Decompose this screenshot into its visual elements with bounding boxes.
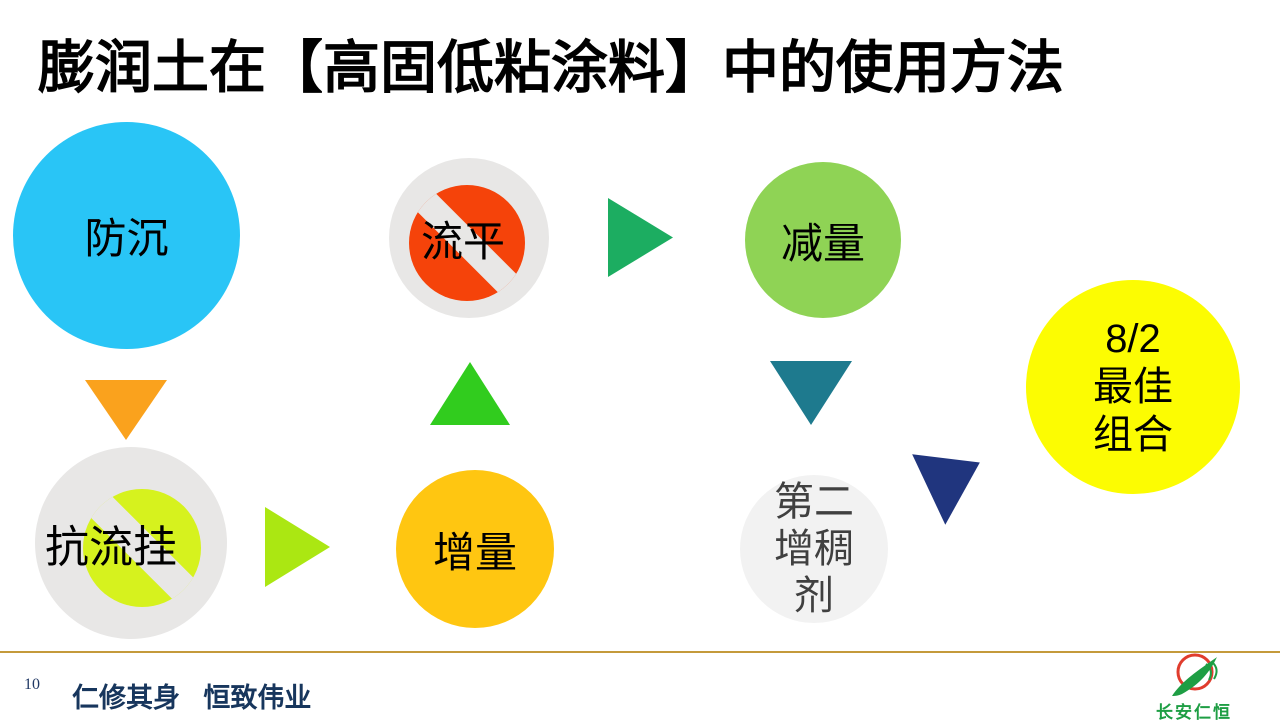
node-anti-settling-label: 防沉 bbox=[84, 215, 169, 262]
arrow-up-icon bbox=[430, 362, 510, 425]
arrow-down-icon bbox=[770, 361, 852, 425]
node-leveling-label: 流平 bbox=[420, 217, 505, 265]
page-number: 10 bbox=[24, 676, 40, 693]
no-sign-icon bbox=[83, 489, 201, 607]
arrow-right-icon bbox=[608, 198, 673, 277]
node-best-combo-line2: 最佳 bbox=[1093, 365, 1173, 409]
node-increase-label: 增量 bbox=[432, 528, 517, 576]
node-leveling: 流平 bbox=[389, 158, 549, 318]
no-sign-icon bbox=[409, 185, 525, 301]
node-best-combo-line1: 8/2 bbox=[1105, 317, 1161, 361]
node-second-thickener: 第二 增稠 剂 bbox=[740, 475, 888, 623]
arrow-down-icon bbox=[85, 380, 167, 440]
company-logo: 长安仁恒 bbox=[1148, 652, 1240, 720]
footer-slogan: 仁修其身 恒致伟业 bbox=[72, 683, 312, 714]
node-best-combo: 8/2 最佳 组合 bbox=[1026, 280, 1240, 494]
logo-leaf-icon bbox=[1172, 653, 1218, 696]
node-anti-sagging: 抗流挂 bbox=[35, 447, 227, 639]
arrow-diagonal-down-icon bbox=[912, 454, 980, 525]
node-second-thickener-line1: 第二 bbox=[774, 479, 854, 524]
node-increase: 增量 bbox=[396, 470, 554, 628]
logo-text: 长安仁恒 bbox=[1156, 703, 1232, 720]
node-anti-settling: 防沉 bbox=[13, 122, 240, 349]
node-second-thickener-line2: 增稠 bbox=[774, 526, 854, 571]
arrow-right-icon bbox=[265, 507, 330, 587]
node-best-combo-line3: 组合 bbox=[1093, 413, 1173, 457]
footer-divider bbox=[0, 651, 1280, 653]
node-anti-sagging-label: 抗流挂 bbox=[45, 523, 177, 572]
node-reduction: 减量 bbox=[745, 162, 901, 318]
node-reduction-label: 减量 bbox=[780, 219, 865, 267]
node-second-thickener-line3: 剂 bbox=[794, 573, 834, 618]
slide-title: 膨润土在【高固低粘涂料】中的使用方法 bbox=[38, 36, 1064, 100]
